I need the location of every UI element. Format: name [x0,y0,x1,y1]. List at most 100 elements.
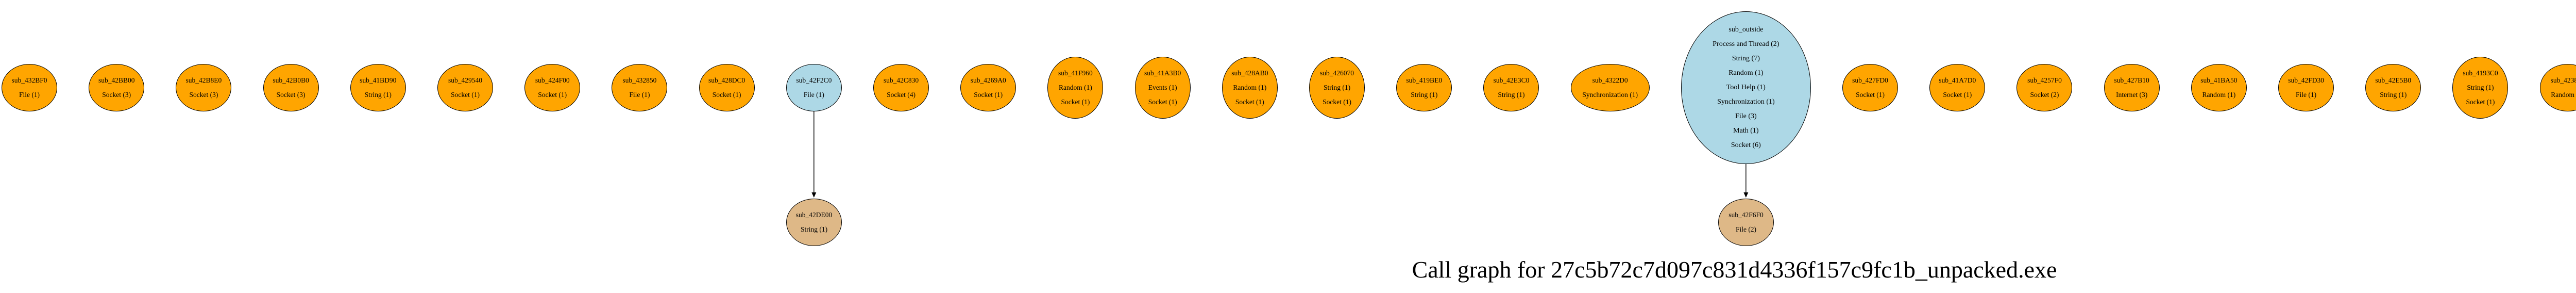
node-label: sub_42F6F0 [1728,211,1764,219]
node-label: sub_4322D0 [1592,76,1628,84]
node-category: String (1) [1411,91,1438,99]
node-category: Internet (3) [2116,91,2148,99]
node-category: File (1) [19,91,40,99]
node-category: String (1) [364,91,392,99]
node-category: Socket (1) [1061,98,1090,106]
node-label: sub_41BD90 [360,76,397,84]
node-label: sub_428AB0 [1231,69,1268,77]
node-category: Random (1) [2551,91,2576,99]
node-label: sub_outside [1728,26,1764,34]
node-category: String (7) [1732,55,1760,62]
node-category: String (1) [2467,84,2494,91]
node-category: Socket (1) [1148,98,1177,106]
node-category: Socket (3) [276,91,306,99]
node-label: sub_432BF0 [11,76,47,84]
node-label: sub_4193C0 [2463,69,2498,77]
node-label: sub_42B8E0 [185,76,222,84]
node-label: sub_426070 [1320,69,1354,77]
node-category: Socket (1) [451,91,480,99]
node-label: sub_4257F0 [2027,76,2062,84]
graph-caption: Call graph for 27c5b72c7d097c831d4336f15… [1412,256,2057,283]
node-category: File (1) [629,91,650,99]
node-label: sub_42FD30 [2288,76,2324,84]
node-category: Socket (3) [102,91,131,99]
node-category: Random (1) [1233,84,1267,91]
node-category: String (1) [1498,91,1525,99]
node-category: String (1) [2380,91,2407,99]
node-label: sub_42E3C0 [1493,76,1530,84]
node-category: Random (1) [1728,69,1764,77]
node-label: sub_41A3B0 [1144,69,1181,77]
node-label: sub_427FD0 [1852,76,1888,84]
node-category: Tool Help (1) [1726,84,1766,91]
node-category: Socket (2) [2030,91,2059,99]
node-label: sub_4269A0 [970,76,1006,84]
node-category: Socket (1) [712,91,741,99]
node-label: sub_42C830 [883,76,919,84]
node-category: Events (1) [1148,84,1177,91]
node-label: sub_432850 [622,76,657,84]
node-label: sub_42DE00 [795,211,833,219]
node-label: sub_41F960 [1058,69,1093,77]
node-category: Socket (1) [974,91,1003,99]
node-category: Socket (4) [887,91,916,99]
node-category: Synchronization (1) [1717,98,1775,106]
node-category: Socket (1) [1856,91,1885,99]
graph-node-sub_423860: sub_423860Random (1) [2539,64,2576,111]
node-label: sub_423860 [2550,76,2576,84]
node-category: Random (1) [2202,91,2236,99]
node-label: sub_42E5B0 [2375,76,2412,84]
node-label: sub_429540 [448,76,483,84]
node-label: sub_41A7D0 [1939,76,1976,84]
node-category: Socket (1) [538,91,567,99]
node-label: sub_427B10 [2114,76,2149,84]
node-label: sub_41BA50 [2200,76,2238,84]
node-category: String (1) [1323,84,1351,91]
node-category: File (2) [1735,225,1757,233]
node-category: File (3) [1735,112,1757,120]
node-category: Socket (1) [1943,91,1972,99]
node-label: sub_424F00 [535,76,570,84]
node-category: Socket (1) [1235,98,1264,106]
node-category: File (1) [2296,91,2317,99]
node-label: sub_428DC0 [708,76,745,84]
node-category: Socket (3) [189,91,218,99]
node-category: Socket (6) [1731,141,1761,149]
node-label: sub_42F2C0 [796,76,832,84]
node-label: sub_419BE0 [1406,76,1443,84]
node-label: sub_42B0B0 [273,76,309,84]
node-category: Synchronization (1) [1582,91,1638,99]
